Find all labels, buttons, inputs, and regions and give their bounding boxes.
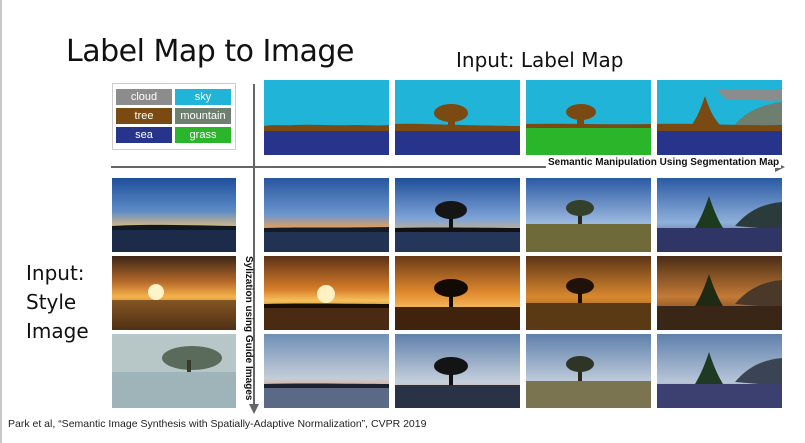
legend-item-sky: sky: [175, 89, 231, 105]
label-map-2: [395, 80, 520, 155]
style-heading-line-2: Style: [26, 290, 77, 314]
style-image-heading: Input: Style Image: [26, 259, 89, 346]
legend-item-sea: sea: [116, 127, 172, 143]
output-r2-c1: [264, 256, 389, 330]
legend-item-cloud: cloud: [116, 89, 172, 105]
style-axis-arrowhead: [249, 404, 259, 414]
output-r1-c2: [395, 178, 520, 252]
label-map-heading: Input: Label Map: [456, 48, 624, 72]
label-map-4: [657, 80, 782, 155]
label-legend: cloud sky tree mountain sea grass: [112, 83, 236, 150]
citation: Park et al, “Semantic Image Synthesis wi…: [8, 418, 427, 430]
output-r2-c2: [395, 256, 520, 330]
output-r2-c4: [657, 256, 782, 330]
style-heading-line-1: Input:: [26, 261, 85, 285]
output-r3-c2: [395, 334, 520, 408]
style-image-3: [112, 334, 236, 408]
label-map-3: [526, 80, 651, 155]
legend-item-tree: tree: [116, 108, 172, 124]
style-image-1: [112, 178, 236, 252]
output-r1-c1: [264, 178, 389, 252]
output-r1-c3: [526, 178, 651, 252]
output-r3-c3: [526, 334, 651, 408]
semantic-axis-label: Semantic Manipulation Using Segmentation…: [546, 157, 782, 168]
label-map-1: [264, 80, 389, 155]
legend-item-mountain: mountain: [175, 108, 231, 124]
style-axis-line: [253, 84, 255, 406]
style-image-2: [112, 256, 236, 330]
output-r2-c3: [526, 256, 651, 330]
output-r3-c1: [264, 334, 389, 408]
output-r1-c4: [657, 178, 782, 252]
legend-item-grass: grass: [175, 127, 231, 143]
slide-title: Label Map to Image: [66, 34, 354, 69]
style-axis-label: Sylization using Guide Images: [243, 256, 254, 401]
slide-left-border: [0, 0, 2, 443]
style-heading-line-3: Image: [26, 319, 89, 343]
output-r3-c4: [657, 334, 782, 408]
semantic-axis-line: [111, 166, 776, 168]
